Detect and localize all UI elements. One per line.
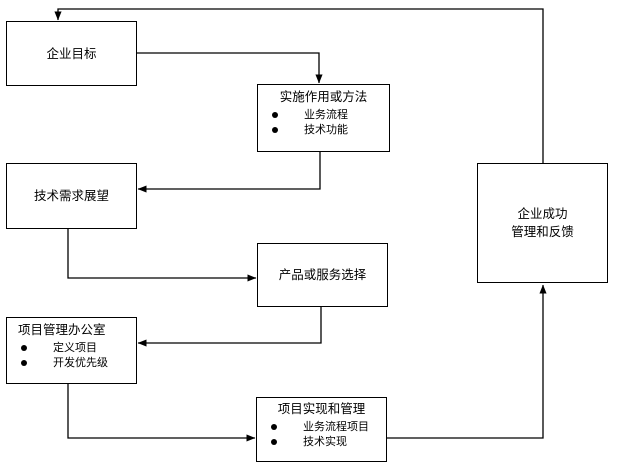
node-project-management-office-title: 项目管理办公室 bbox=[18, 322, 106, 337]
node-enterprise-success-feedback-title-line2: 管理和反馈 bbox=[511, 224, 574, 239]
list-item: 技术实现 bbox=[257, 434, 386, 449]
node-project-implementation-management-title: 项目实现和管理 bbox=[277, 401, 366, 416]
node-technology-demand-outlook[interactable]: 技术需求展望 bbox=[6, 163, 137, 229]
node-technology-demand-outlook-title: 技术需求展望 bbox=[33, 188, 109, 203]
node-implementation-method-title: 实施作用或方法 bbox=[279, 89, 368, 104]
list-item: 开发优先级 bbox=[7, 355, 136, 370]
list-item: 定义项目 bbox=[7, 340, 136, 355]
edge-success-to-goal bbox=[54, 8, 544, 163]
node-enterprise-goal-title: 企业目标 bbox=[46, 46, 97, 61]
edge-tech-to-product bbox=[67, 229, 257, 282]
node-product-or-service-selection-title: 产品或服务选择 bbox=[278, 267, 367, 282]
edge-impl-to-success bbox=[387, 284, 547, 439]
node-project-management-office[interactable]: 项目管理办公室 定义项目 开发优先级 bbox=[6, 317, 137, 384]
node-enterprise-goal[interactable]: 企业目标 bbox=[6, 21, 137, 86]
node-project-management-office-bullets: 定义项目 开发优先级 bbox=[7, 340, 136, 370]
edge-pmo-to-impl bbox=[67, 384, 256, 442]
edge-method-to-tech bbox=[137, 152, 321, 193]
list-item: 业务流程项目 bbox=[257, 419, 386, 434]
edge-goal-to-method bbox=[137, 52, 323, 84]
node-enterprise-success-feedback[interactable]: 企业成功 管理和反馈 bbox=[477, 163, 608, 283]
node-implementation-method[interactable]: 实施作用或方法 业务流程 技术功能 bbox=[257, 84, 390, 152]
list-item: 技术功能 bbox=[258, 122, 389, 137]
node-project-implementation-management-bullets: 业务流程项目 技术实现 bbox=[257, 419, 386, 449]
node-enterprise-success-feedback-title-line1: 企业成功 bbox=[517, 206, 568, 221]
edge-product-to-pmo bbox=[137, 307, 322, 347]
node-product-or-service-selection[interactable]: 产品或服务选择 bbox=[257, 243, 388, 307]
list-item: 业务流程 bbox=[258, 107, 389, 122]
node-implementation-method-bullets: 业务流程 技术功能 bbox=[258, 107, 389, 137]
node-project-implementation-management[interactable]: 项目实现和管理 业务流程项目 技术实现 bbox=[256, 397, 387, 462]
